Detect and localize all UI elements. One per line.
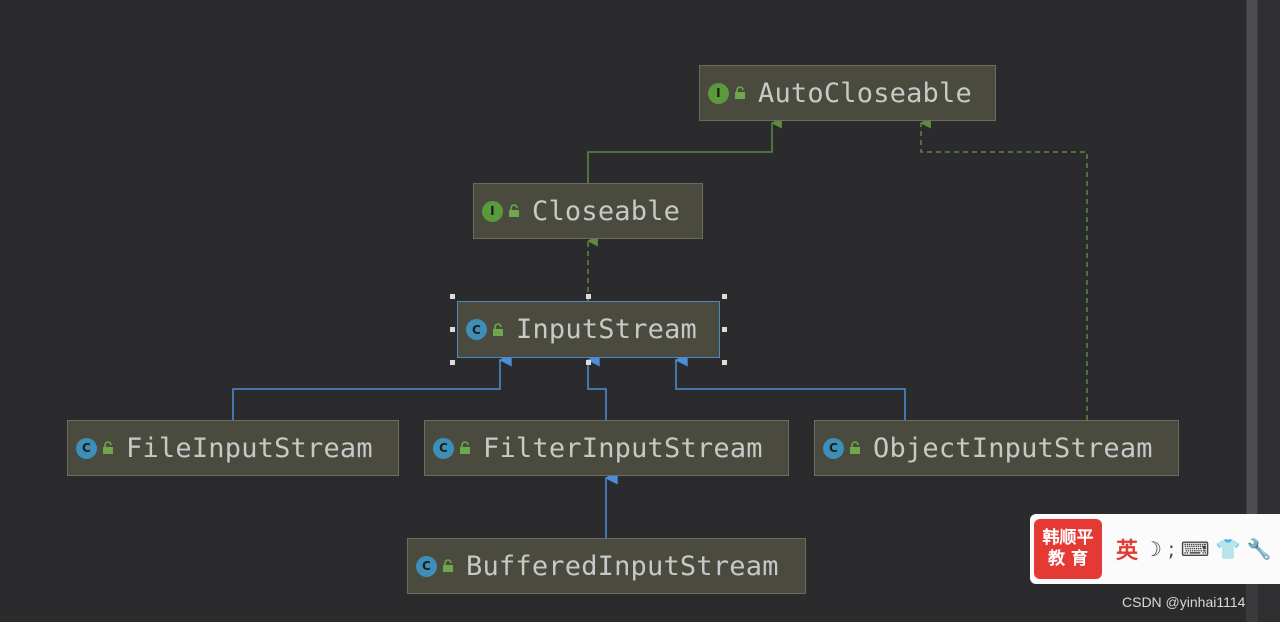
moon-icon[interactable]: ☽ (1144, 537, 1162, 561)
node-label: Closeable (532, 195, 681, 227)
class-icon: C (76, 437, 97, 459)
ime-logo-line1: 韩顺平 (1042, 528, 1094, 548)
wrench-icon[interactable]: 🔧 (1246, 537, 1272, 561)
node-label: BufferedInputStream (466, 550, 779, 582)
keyboard-icon[interactable]: ⌨ (1180, 537, 1210, 561)
vertical-scrollbar-thumb[interactable] (1247, 0, 1257, 520)
selection-handle[interactable] (586, 294, 591, 299)
side-panel-edge (1258, 0, 1280, 622)
edge-closeable-autocloseable (587, 117, 782, 183)
selection-handle[interactable] (586, 360, 591, 365)
node-label: ObjectInputStream (873, 432, 1153, 464)
public-lock-icon (443, 559, 453, 572)
selection-handle[interactable] (722, 294, 727, 299)
selection-handle[interactable] (450, 294, 455, 299)
watermark: CSDN @yinhai1114 (1122, 594, 1246, 610)
public-lock-icon (460, 441, 470, 454)
ime-toolbar[interactable]: 韩顺平 教 育 英 ☽ ; ⌨ 👕 🔧 (1030, 514, 1280, 584)
selection-handle[interactable] (450, 327, 455, 332)
class-icon: C (416, 555, 437, 577)
node-label: FileInputStream (126, 432, 373, 464)
public-lock-icon (735, 86, 745, 99)
ime-logo: 韩顺平 教 育 (1034, 519, 1102, 579)
selection-handle[interactable] (450, 360, 455, 365)
edge-objectinputstream-autocloseable (919, 117, 1088, 420)
punctuation-icon[interactable]: ; (1167, 537, 1175, 561)
node-inputstream[interactable]: C InputStream (457, 301, 720, 358)
node-label: InputStream (516, 314, 698, 345)
public-lock-icon (493, 322, 503, 336)
interface-icon: I (482, 200, 503, 222)
node-bufferedinputstream[interactable]: C BufferedInputStream (407, 538, 806, 594)
class-icon: C (823, 437, 844, 459)
interface-icon: I (708, 82, 729, 104)
public-lock-icon (509, 204, 519, 217)
edge-objectinputstream-inputstream (674, 353, 906, 420)
edge-fileinputstream-inputstream (232, 353, 512, 420)
edge-filterinputstream-inputstream (586, 353, 607, 420)
ime-logo-line2: 教 育 (1048, 549, 1088, 569)
public-lock-icon (850, 441, 860, 454)
shirt-icon[interactable]: 👕 (1215, 537, 1241, 561)
node-label: AutoCloseable (758, 77, 972, 109)
selection-handle[interactable] (722, 360, 727, 365)
node-closeable[interactable]: I Closeable (473, 183, 703, 239)
node-autocloseable[interactable]: I AutoCloseable (699, 65, 996, 121)
public-lock-icon (103, 441, 113, 454)
class-icon: C (466, 319, 487, 340)
ime-language-toggle[interactable]: 英 (1116, 539, 1139, 564)
selection-handle[interactable] (722, 327, 727, 332)
node-filterinputstream[interactable]: C FilterInputStream (424, 420, 789, 476)
class-icon: C (433, 437, 454, 459)
node-label: FilterInputStream (483, 432, 763, 464)
node-fileinputstream[interactable]: C FileInputStream (67, 420, 399, 476)
node-objectinputstream[interactable]: C ObjectInputStream (814, 420, 1179, 476)
